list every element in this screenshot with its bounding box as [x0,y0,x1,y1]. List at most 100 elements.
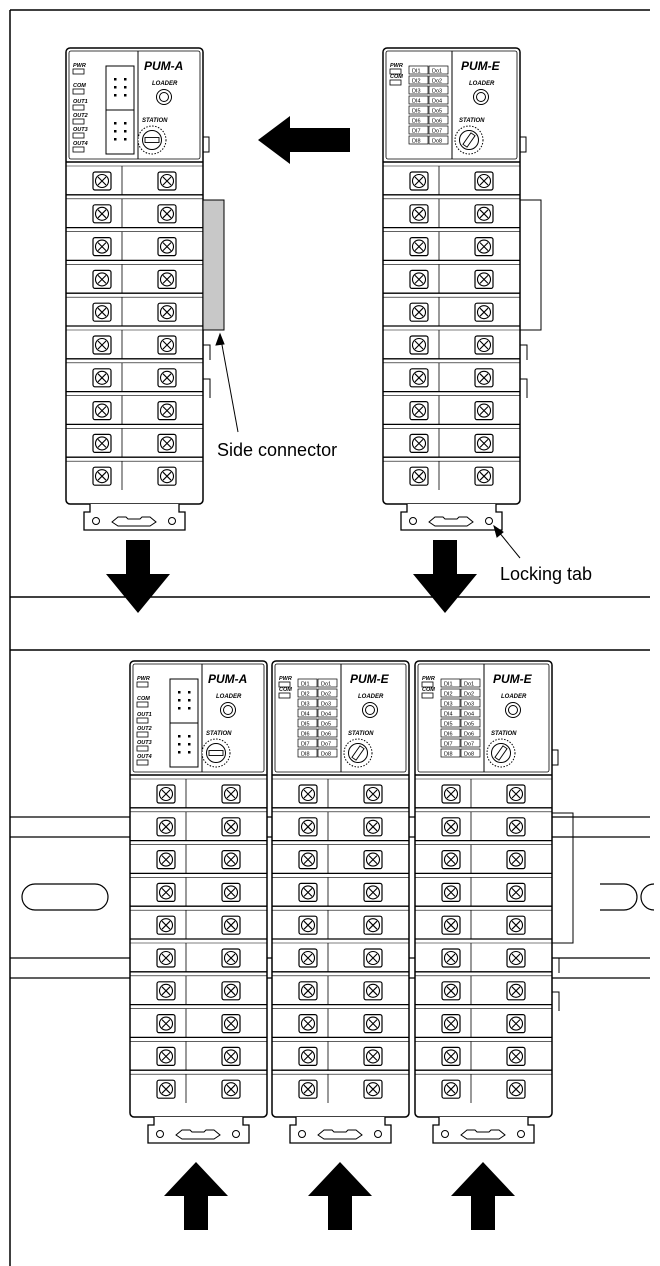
screw-slot [414,307,424,317]
do-label-3: Do3 [432,89,442,95]
connector-pin [188,691,191,694]
loader-port-inner [223,705,233,715]
lock-up-arrow-2 [308,1162,372,1230]
led-indicator [72,132,85,139]
do-indicator [317,688,338,698]
terminal-screw [156,1046,176,1066]
terminal-screw [506,1079,526,1099]
din-locking-tab [83,504,186,531]
screw-slot [161,1052,171,1061]
station-dial-slot [144,137,160,143]
terminal-screw [221,1046,241,1066]
station-dial-slot [208,750,224,756]
screw-slot [303,855,313,864]
do-indicator [460,678,481,688]
connector-pin [178,707,181,710]
screw-slot [97,471,107,481]
terminal-screw [221,948,241,968]
do-indicator [317,728,338,738]
locking-tab-body [83,504,186,531]
locking-tab-hole [156,1130,164,1138]
module-title: PUM-A [144,59,183,73]
connector-pin [114,122,117,125]
do-label-8: Do8 [432,139,442,145]
screw-slot [368,1019,378,1028]
di-label-4: DI4 [301,712,310,718]
led-label-com: COM [390,74,403,80]
terminal-screw [221,1014,241,1034]
screw-slot [226,855,236,864]
terminal-screw [92,204,112,224]
led-indicator [72,88,85,95]
di-label-8: DI8 [444,752,453,758]
connector-pin [188,707,191,710]
side-clip-lower [203,378,211,398]
terminal-screw [441,1014,461,1034]
connector-pin [124,138,127,141]
led-indicator [136,759,149,766]
led-indicator [389,68,402,75]
do-label-1: Do1 [432,69,442,75]
terminal-screw [363,784,383,804]
rail-slot-right [600,883,638,911]
terminal-screw [409,433,429,453]
do-indicator [317,698,338,708]
do-label-8: Do8 [464,752,474,758]
terminal-screw [363,1046,383,1066]
led-label-out4: OUT4 [73,141,88,147]
terminal-screw [363,1079,383,1099]
di-indicator [297,698,318,708]
terminal-screw [363,817,383,837]
terminal-screw [441,981,461,1001]
screw-slot [97,373,107,383]
screw-slot [479,471,489,481]
din-locking-tab [289,1117,392,1144]
terminal-screw [298,850,318,870]
do-indicator [317,708,338,718]
loader-port-inner [365,705,375,715]
rail-slot-left [21,883,109,911]
screw-slot [414,439,424,448]
di-indicator [440,718,461,728]
di-indicator [297,708,318,718]
terminal-screw [474,204,494,224]
terminal-screw [221,882,241,902]
screw-slot [446,1084,456,1094]
led-indicator [136,681,149,688]
led-indicator [72,146,85,153]
screw-slot [162,340,172,350]
terminal-screw [221,817,241,837]
side-clip-lower [520,378,528,398]
terminal-screw [409,466,429,486]
din-locking-tab [432,1117,535,1144]
din-locking-tab [400,504,503,531]
side-connector-label: Side connector [217,440,337,460]
do-label-5: Do5 [321,722,331,728]
led-indicator [421,681,434,688]
screw-slot [368,855,378,864]
terminal-screw [409,171,429,191]
do-label-1: Do1 [321,682,331,688]
side-tab [203,136,210,153]
terminal-screw [441,882,461,902]
terminal-screw [506,981,526,1001]
leader-lines [215,332,521,559]
screw-slot [162,406,172,415]
mount-down-arrow-right [413,540,477,613]
do-label-2: Do2 [464,692,474,698]
led-label-out1: OUT1 [137,712,152,718]
locking-tab-hole [92,517,100,525]
locking-tab-hole [441,1130,449,1138]
station-label: STATION [459,118,485,124]
do-indicator [460,738,481,748]
di-indicator [440,728,461,738]
io-connector-lower [169,722,199,768]
do-label-4: Do4 [432,99,442,105]
do-label-6: Do6 [432,119,442,125]
terminal-screw [156,882,176,902]
terminal-screw [506,784,526,804]
side-tab [520,136,527,153]
screw-slot [226,986,236,996]
